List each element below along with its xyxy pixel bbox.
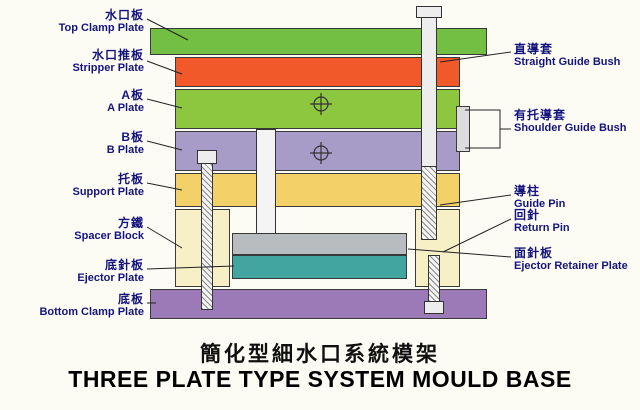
label-return-pin-en: Return Pin [514, 222, 570, 234]
label-ejector-plate-cn: 底針板 [104, 258, 144, 272]
label-bottom-clamp-plate-cn: 底板 [117, 292, 144, 306]
label-spacer-block-cn: 方鐵 [117, 216, 144, 230]
label-ejector-retainer-plate-cn: 面針板 [514, 246, 554, 260]
label-top-clamp-plate-cn: 水口板 [104, 8, 144, 22]
support-plate [175, 173, 460, 207]
label-return-pin-cn: 回針 [514, 208, 541, 222]
label-bottom-clamp-plate-en: Bottom Clamp Plate [39, 306, 144, 318]
guide-pin-lower [421, 166, 437, 240]
label-return-pin: 回針 Return Pin [514, 208, 638, 235]
support-bolt-shaft [201, 163, 213, 310]
label-support-plate-en: Support Plate [72, 186, 144, 198]
diagram-title-english: THREE PLATE TYPE SYSTEM MOULD BASE [68, 366, 572, 392]
shoulder-guide-bush-part [456, 106, 470, 152]
diagram-title-chinese: 簡化型細水口系統模架 [200, 343, 440, 366]
label-a-plate: A板 A Plate [2, 88, 144, 115]
label-shoulder-guide-bush-cn: 有托導套 [514, 108, 567, 122]
label-spacer-block-en: Spacer Block [74, 230, 144, 242]
ejector-retainer-plate [232, 233, 407, 255]
label-shoulder-guide-bush: 有托導套 Shoulder Guide Bush [514, 108, 638, 135]
label-guide-pin-cn: 導柱 [514, 184, 541, 198]
label-stripper-plate: 水口推板 Stripper Plate [2, 48, 144, 75]
return-pin-shaft [428, 255, 440, 302]
b-plate [175, 131, 460, 171]
label-straight-guide-bush-en: Straight Guide Bush [514, 56, 621, 68]
label-shoulder-guide-bush-en: Shoulder Guide Bush [514, 122, 627, 134]
label-b-plate-en: B Plate [106, 144, 144, 156]
label-ejector-plate-en: Ejector Plate [77, 272, 144, 284]
label-b-plate-cn: B板 [121, 130, 144, 144]
label-a-plate-cn: A板 [121, 88, 144, 102]
support-bolt-head [197, 150, 217, 164]
guide-pin-shaft [421, 17, 437, 167]
label-b-plate: B板 B Plate [2, 130, 144, 157]
label-straight-guide-bush-cn: 直導套 [514, 42, 554, 56]
label-support-plate-cn: 托板 [117, 172, 144, 186]
label-top-clamp-plate: 水口板 Top Clamp Plate [2, 8, 144, 35]
label-bottom-clamp-plate: 底板 Bottom Clamp Plate [2, 292, 144, 319]
label-spacer-block: 方鐵 Spacer Block [2, 216, 144, 243]
a-plate [175, 89, 460, 129]
label-straight-guide-bush: 直導套 Straight Guide Bush [514, 42, 638, 69]
center-column [256, 129, 276, 234]
label-ejector-plate: 底針板 Ejector Plate [2, 258, 144, 285]
label-stripper-plate-cn: 水口推板 [91, 48, 144, 62]
return-pin-head [424, 301, 444, 314]
label-guide-pin-en: Guide Pin [514, 198, 566, 210]
label-support-plate: 托板 Support Plate [2, 172, 144, 199]
label-ejector-retainer-plate: 面針板 Ejector Retainer Plate [514, 246, 638, 273]
label-guide-pin: 導柱 Guide Pin [514, 184, 638, 211]
label-ejector-retainer-plate-en: Ejector Retainer Plate [514, 260, 628, 272]
label-a-plate-en: A Plate [107, 102, 144, 114]
bracket-shoulder-guide-bush [465, 109, 501, 149]
ejector-plate [232, 255, 407, 279]
stripper-plate [175, 57, 460, 87]
label-stripper-plate-en: Stripper Plate [72, 62, 144, 74]
label-top-clamp-plate-en: Top Clamp Plate [58, 22, 144, 34]
